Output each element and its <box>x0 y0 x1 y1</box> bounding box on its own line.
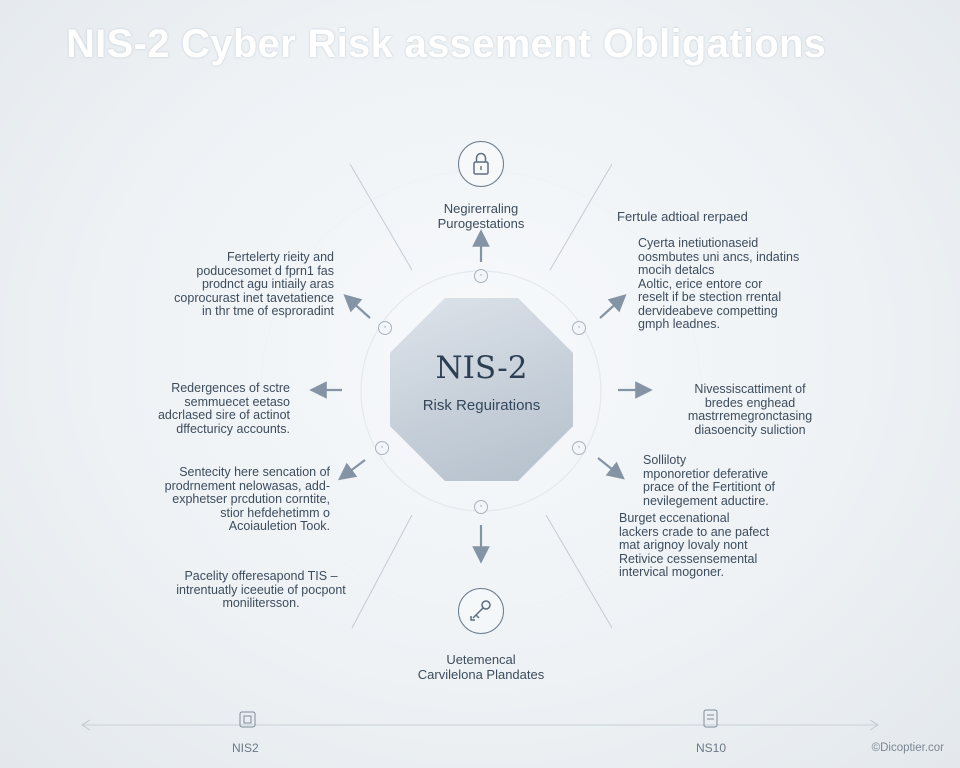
left-block-4: Pacelity offeresapond TIS – intrentuatly… <box>176 569 346 610</box>
node-lower-right: ◦ <box>572 441 586 455</box>
center-title: NIS-2 <box>435 350 528 386</box>
arrow-up-left <box>343 294 371 319</box>
node-upper-right: ◦ <box>572 321 586 335</box>
page-title: NIS-2 Cyber Risk assement Obligations <box>66 22 827 66</box>
footer-left-label: NIS2 <box>232 741 259 755</box>
node-bottom: ◦ <box>474 500 488 514</box>
node-lower-left: ◦ <box>375 441 389 455</box>
arrow-down-left <box>337 459 366 481</box>
bottom-caption: Uetemencal Carvilelona Plandates <box>417 652 545 682</box>
center-subtitle: Risk Reguirations <box>422 397 541 414</box>
footer-left-icon-inner <box>243 715 252 724</box>
footer-right-icon <box>703 709 718 728</box>
right-block-3: Solliloty mponoretior deferative prace o… <box>643 453 776 508</box>
left-block-3: Sentecity here sencation of prodrnement … <box>164 465 330 533</box>
guide-line-bottom-right <box>545 514 613 629</box>
credit-text: ©Dicoptier.cor <box>871 742 944 754</box>
node-top: ◦ <box>474 269 488 283</box>
upper-right-heading: Fertule adtioal rerpaed <box>617 209 748 224</box>
node-upper-left: ◦ <box>378 321 392 335</box>
guide-line-bottom-left <box>351 514 413 629</box>
lock-icon <box>458 141 504 187</box>
right-block-2: Nivessiscattiment of bredes enghead mast… <box>687 382 813 437</box>
arrow-up-right <box>599 294 627 319</box>
footer-left-icon <box>239 711 256 728</box>
top-caption: Negirerraling Purogestations <box>437 201 525 231</box>
footer-right-label: NS10 <box>696 741 727 755</box>
left-block-2: Redergences of sctre semmuecet eetaso ad… <box>157 381 290 436</box>
left-block-1: Fertelerty rieity and poducesomet d fprn… <box>174 250 334 318</box>
footer-arrow-right <box>869 719 879 731</box>
arrow-down-right <box>597 457 625 480</box>
guide-line-top-right <box>549 163 613 271</box>
guide-line-top-left <box>349 163 413 271</box>
right-block-1: Cyerta inetiutionaseid oosmbutes uni anc… <box>638 236 800 331</box>
key-icon <box>458 588 504 634</box>
center-octagon <box>390 298 573 481</box>
footer-arrow-left <box>81 719 91 731</box>
right-block-4: Burget eccenational lackers crade to ane… <box>619 511 770 579</box>
